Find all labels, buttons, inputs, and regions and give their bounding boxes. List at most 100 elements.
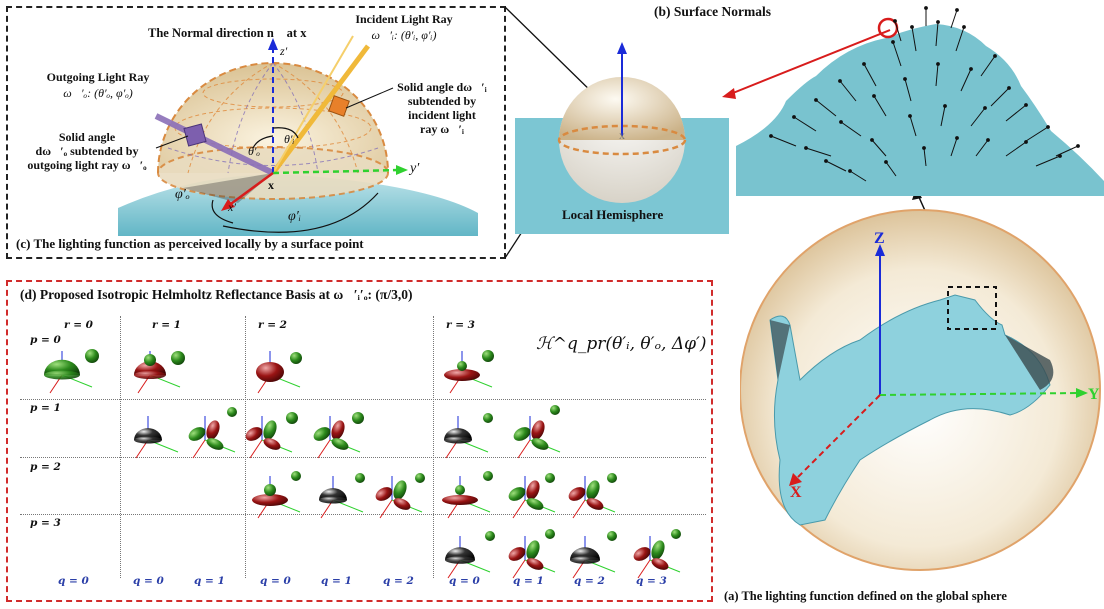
incident-solid-line-3: incident light [408, 108, 476, 122]
glyph-lobe [263, 420, 277, 440]
normal-arrow [892, 41, 902, 67]
normal-arrow-head [1076, 144, 1080, 148]
normal-arrow-head [769, 134, 773, 138]
incident-solid-line-1: Solid angle dω⃗′ᵢ [397, 80, 487, 94]
incident-ray-formula: ω⃗′ᵢ: (θ′ᵢ, φ′ᵢ) [371, 28, 437, 42]
global-x-axis [794, 394, 881, 481]
normal-arrow [980, 55, 996, 77]
glyph-lobe [245, 427, 263, 441]
q-label-5: q = 1 [321, 575, 352, 587]
normal-arrow-head [792, 115, 796, 119]
glyph-lobe [375, 487, 393, 501]
glyph-mini-lobe [482, 350, 494, 362]
outgoing-solid-angle-patch [183, 123, 207, 147]
glyph-lobe [331, 438, 349, 450]
glyph-mini-lobe [550, 405, 560, 415]
panel-a-caption: (a) The lighting function defined on the… [724, 589, 1007, 603]
q-label-8: q = 1 [513, 575, 544, 587]
normal-arrow-head [1046, 125, 1050, 129]
p-label-0: p = 0 [30, 334, 61, 346]
grid-col-line-3 [433, 316, 434, 578]
glyph-disc [252, 494, 288, 506]
glyph-lobe [313, 427, 331, 441]
normal-arrow [975, 139, 989, 157]
q-label-10: q = 3 [636, 575, 667, 587]
local-hemisphere-illustration [515, 42, 729, 234]
normal-arrow-head [903, 77, 907, 81]
normal-arrow-head [962, 25, 966, 29]
y-axis [272, 168, 401, 175]
glyph-lobe [393, 498, 411, 510]
glyph-mini-lobe [144, 354, 156, 366]
normal-arrow-head [986, 138, 990, 142]
glyph-dome-base [445, 556, 475, 564]
glyph-disc [444, 369, 480, 381]
r-label-2: r = 2 [258, 319, 287, 331]
glyph-lobe [651, 540, 665, 560]
panel-c-illustration [118, 35, 478, 236]
glyph-mini-lobe [286, 412, 298, 424]
z-axis-label: z′ [280, 44, 288, 58]
grid-row-line-3 [20, 514, 706, 515]
global-x-label: X [790, 484, 802, 501]
incident-solid-line-4: ray ω⃗′ᵢ [420, 122, 464, 136]
normal-arrow-head [891, 40, 895, 44]
glyph-x-axis [637, 559, 651, 579]
outgoing-solid-line-1: Solid angle [58, 130, 116, 144]
normal-arrow-head [910, 25, 914, 29]
normal-arrow-head [848, 169, 852, 173]
theta-i-label: θ′ᵢ [284, 132, 295, 146]
r-label-1: r = 1 [152, 319, 181, 331]
outgoing-solid-line-3: outgoing light ray ω⃗′ₒ [27, 158, 147, 172]
glyph-lobe [513, 427, 531, 441]
phi-o-label: φ′ₒ [175, 187, 190, 202]
glyph-mini-lobe [483, 413, 493, 423]
theta-o-label: θ′ₒ [248, 144, 260, 158]
r-label-3: r = 3 [446, 319, 475, 331]
normal-arrow-head [870, 138, 874, 142]
p-label-3: p = 3 [30, 517, 61, 529]
global-sphere-illustration [740, 209, 1101, 571]
glyph-x-axis [317, 439, 331, 459]
glyph-mini-lobe [545, 473, 555, 483]
normal-arrow [885, 161, 897, 177]
normal-arrow [863, 63, 877, 87]
incident-solid-line-2: subtended by [407, 94, 477, 108]
q-label-4: q = 0 [260, 575, 291, 587]
outgoing-ray-title: Outgoing Light Ray [46, 70, 150, 84]
glyph-mini-lobe [227, 407, 237, 417]
normal-arrow [770, 135, 797, 147]
glyph-lobe [526, 480, 540, 500]
surface-normals-illustration [736, 6, 1104, 196]
normal-arrow-head [872, 94, 876, 98]
grid-row-line-2 [20, 457, 706, 458]
normal-arrow [805, 147, 832, 157]
glyph-mini-lobe [291, 471, 301, 481]
glyph-lobe [188, 427, 206, 441]
normal-arrow-head [884, 160, 888, 164]
outgoing-ray-formula: ω⃗′ₒ: (θ′ₒ, φ′ₒ) [63, 86, 133, 100]
normal-arrow [793, 116, 817, 132]
normal-arrow [1035, 155, 1061, 167]
grid-col-line-2 [245, 316, 246, 578]
glyph-dome-base [134, 436, 162, 444]
normal-arrow [1005, 104, 1027, 122]
normal-arrow-head [955, 136, 959, 140]
glyph-disc [442, 495, 478, 505]
normal-arrow-head [1024, 140, 1028, 144]
q-label-3: q = 1 [194, 575, 225, 587]
outgoing-ray [154, 113, 275, 176]
glyph-lobe [508, 487, 526, 501]
glyph-dome-base [444, 436, 472, 444]
panel-d-frame [6, 280, 713, 602]
glyph-dome-base [570, 556, 600, 564]
q-label-2: q = 0 [133, 575, 164, 587]
incident-ray [270, 44, 371, 175]
glyph-mini-lobe [355, 473, 365, 483]
normal-direction-label: The Normal direction n⃗ at x [148, 26, 307, 40]
glyph-x-axis [517, 439, 531, 459]
q-label-9: q = 2 [574, 575, 605, 587]
glyph-x-axis [572, 499, 586, 519]
global-y-axis [879, 392, 1081, 396]
normal-arrow [970, 107, 986, 127]
